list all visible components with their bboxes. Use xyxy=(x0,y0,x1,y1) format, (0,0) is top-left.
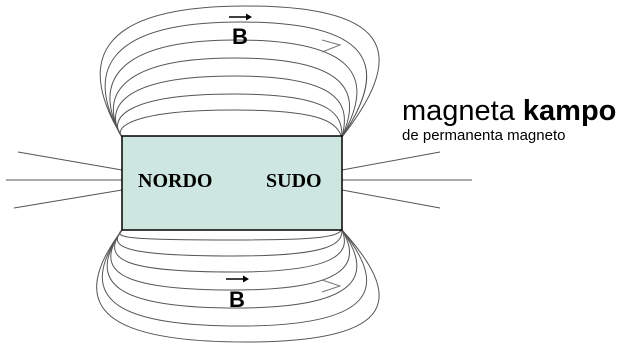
field-direction-arrow-upper xyxy=(321,39,342,53)
vector-arrowhead-top xyxy=(246,13,252,21)
left-field-stubs xyxy=(6,151,123,209)
field-line-upper-5 xyxy=(115,75,345,138)
field-line-upper-3 xyxy=(109,39,358,138)
diagram-caption: magneta kampo de permanenta magneto xyxy=(402,96,616,145)
field-line-upper-2 xyxy=(104,21,368,138)
field-line-upper-6 xyxy=(117,93,343,138)
field-line-lower-7 xyxy=(119,229,343,241)
field-line-upper-7 xyxy=(119,109,343,138)
stub-right-3 xyxy=(341,189,441,209)
field-line-lower-2 xyxy=(101,229,368,327)
permanent-magnet xyxy=(121,135,343,231)
south-pole-label: SUDO xyxy=(266,170,322,192)
field-vector-label-top: B xyxy=(232,24,248,49)
field-line-lower-5 xyxy=(114,229,345,273)
field-line-lower-4 xyxy=(110,229,350,291)
caption-title: magneta kampo xyxy=(402,96,616,126)
field-direction-arrow-lower xyxy=(321,279,342,293)
field-line-lower-1 xyxy=(96,229,380,343)
field-line-lower-6 xyxy=(116,229,343,257)
upper-field-lines xyxy=(99,5,380,138)
stub-right-1 xyxy=(341,151,441,171)
right-field-stubs xyxy=(341,151,472,209)
vector-arrowhead-bottom xyxy=(243,275,249,283)
field-line-upper-4 xyxy=(112,57,351,138)
field-vector-label-bottom: B xyxy=(229,287,245,312)
north-pole-label: NORDO xyxy=(138,170,212,192)
field-vector-bottom: B xyxy=(226,275,249,312)
caption-title-normal: magneta xyxy=(402,95,523,127)
stub-left-3 xyxy=(13,189,123,209)
field-vector-top: B xyxy=(229,13,252,49)
caption-title-bold: kampo xyxy=(522,95,617,127)
field-line-upper-1 xyxy=(99,5,380,138)
stub-left-1 xyxy=(17,151,123,171)
caption-subtitle: de permanenta magneto xyxy=(402,127,566,144)
field-line-lower-3 xyxy=(106,229,358,309)
lower-field-lines xyxy=(96,229,380,343)
